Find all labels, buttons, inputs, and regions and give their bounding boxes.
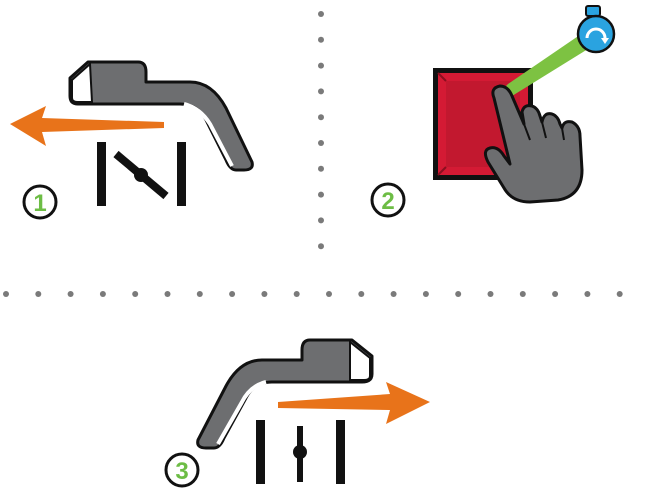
divider-dot [35,291,42,297]
divider-dot [196,291,203,297]
divider-dot [99,291,106,297]
valve-open-icon [97,142,186,206]
divider-dot [318,114,324,121]
step-3-number-badge: 3 [164,452,200,488]
divider-dot [422,291,429,297]
divider-dot [3,291,9,297]
divider-dot [67,291,74,297]
divider-dot [326,291,332,297]
divider-dot [487,291,494,297]
lever-handle-icon [196,338,374,450]
divider-dot [519,291,526,297]
valve-closed-icon [256,420,345,484]
divider-dot [584,291,591,297]
divider-dot [390,291,397,297]
divider-dot [318,36,324,43]
divider-dot [455,291,462,297]
dotted-divider-vertical [318,11,324,250]
lever-handle-icon [68,60,254,172]
divider-dot [132,291,139,297]
rotate-icon [576,5,616,54]
signal-beam [500,28,596,96]
divider-dot [616,291,623,297]
arrow-left-icon [10,106,164,146]
divider-dot [229,291,236,297]
divider-dot [318,243,324,250]
step-2-number-badge: 2 [370,182,406,218]
step-2-number: 2 [381,188,394,215]
step-1-number: 1 [33,190,46,217]
divider-dot [261,291,268,297]
divider-dot [552,291,559,297]
pointing-hand-icon [483,84,584,204]
divider-dot [318,140,324,146]
divider-dot [318,11,324,17]
step-2-panel: 2 [370,5,616,218]
divider-dot [318,62,324,69]
divider-dot [318,88,324,95]
divider-dot [318,217,324,224]
dotted-divider-horizontal [3,291,623,297]
divider-dot [318,165,324,172]
divider-dot [293,291,300,297]
step-1-number-badge: 1 [22,184,58,220]
step-3-number: 3 [175,458,188,485]
divider-dot [318,191,324,198]
step-1-panel: 1 [10,60,254,220]
divider-dot [358,291,365,297]
step-3-panel: 3 [164,338,430,488]
divider-dot [164,291,171,297]
arrow-right-icon [278,382,430,424]
